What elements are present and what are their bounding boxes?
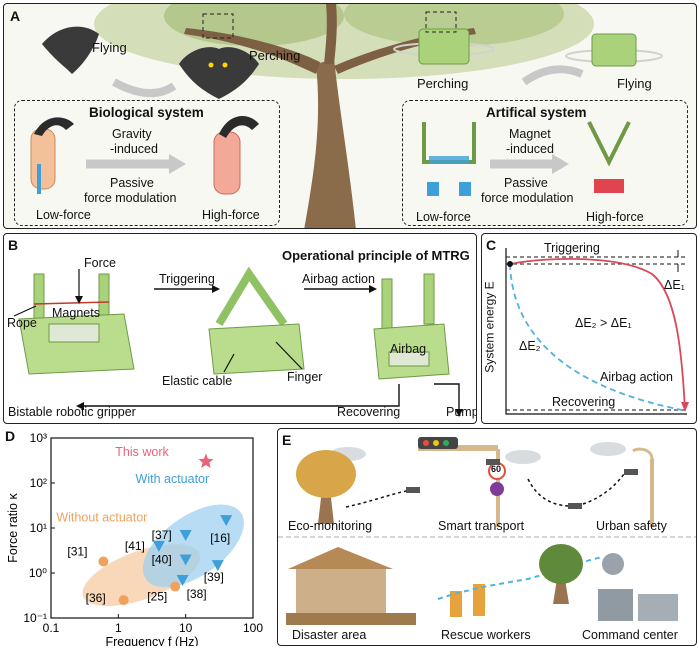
- panel-d-label: D: [5, 428, 16, 444]
- bio-passive-2: force modulation: [84, 191, 177, 205]
- c-delta-e1: ΔE₁: [664, 278, 685, 292]
- art-passive-1: Passive: [504, 176, 548, 190]
- perching-left-label: Perching: [249, 48, 301, 63]
- panel-a: A Flying Perching Perching Flying Biolog…: [3, 3, 697, 229]
- with-actuator-point: [176, 574, 189, 586]
- art-mech-2: -induced: [506, 142, 554, 156]
- x-tick-label: 10: [179, 621, 193, 635]
- without-actuator-point: [98, 556, 109, 567]
- panel-b-illustration: [13, 266, 463, 417]
- y-tick-label: 10⁻¹: [23, 611, 47, 625]
- y-tick-label: 10⁰: [29, 566, 47, 580]
- energy-ylabel: System energy E: [482, 281, 497, 373]
- rescue-workers-label: Rescue workers: [441, 628, 531, 642]
- flying-right-label: Flying: [617, 76, 652, 91]
- airbag-label: Airbag: [390, 342, 427, 356]
- art-low-force: Low-force: [416, 210, 471, 224]
- panel-e: E Eco-monitoring Smart transport Urban s…: [277, 428, 697, 646]
- panel-c: C System energy E Triggering ΔE₁ ΔE₂ > Δ…: [481, 233, 697, 424]
- art-passive-2: force modulation: [481, 191, 574, 205]
- panel-a-illustration: [30, 4, 663, 228]
- flying-left-label: Flying: [92, 40, 127, 55]
- command-center-label: Command center: [582, 628, 678, 642]
- airbag-action-label: Airbag action: [302, 272, 375, 286]
- art-high-force: High-force: [586, 210, 644, 224]
- bio-high-force: High-force: [202, 208, 260, 222]
- panel-e-label: E: [282, 432, 292, 448]
- x-axis-label: Frequency f (Hz): [105, 635, 198, 646]
- reference-label: [41]: [125, 539, 145, 553]
- rope-label: Rope: [7, 316, 37, 330]
- reference-label: [37]: [152, 528, 172, 542]
- with-actuator-point: [152, 540, 165, 552]
- panel-c-label: C: [486, 237, 497, 253]
- elastic-cable-label: Elastic cable: [162, 374, 233, 388]
- bistable-gripper-label: Bistable robotic gripper: [8, 405, 136, 419]
- magnets-label: Magnets: [52, 306, 100, 320]
- with-actuator-region: [142, 504, 244, 588]
- triggering-label: Triggering: [159, 272, 215, 286]
- reference-label: [31]: [67, 545, 87, 559]
- c-triggering: Triggering: [544, 241, 600, 255]
- panel-b: B Operational principle of MTRG Force Tr…: [3, 233, 477, 424]
- reference-label: [36]: [86, 591, 106, 605]
- panel-d: D 0.1 1 10 100 10⁻¹ 10⁰ 10¹ 10² 10³ Frequency f (…: [3, 428, 273, 646]
- finger-label: Finger: [287, 370, 323, 384]
- with-actuator-point: [211, 560, 224, 572]
- smart-transport-label: Smart transport: [438, 519, 525, 533]
- artificial-system-box: [402, 100, 688, 226]
- reference-label: [25]: [147, 590, 167, 604]
- reference-label: [40]: [152, 552, 172, 566]
- with-actuator-point: [220, 515, 233, 527]
- x-tick-label: 0.1: [43, 621, 60, 635]
- with-actuator-point: [179, 554, 192, 566]
- biological-system-box: [14, 100, 280, 226]
- c-delta-e2: ΔE₂: [519, 339, 541, 353]
- panel-a-label: A: [10, 8, 21, 24]
- energy-diagram: [505, 248, 689, 415]
- series-annotation: Without actuator: [56, 510, 147, 524]
- disaster-area-label: Disaster area: [292, 628, 367, 642]
- c-airbag-action: Airbag action: [600, 370, 673, 384]
- with-actuator-point: [179, 529, 192, 541]
- y-tick-label: 10¹: [30, 521, 47, 535]
- bio-mech-2: -induced: [110, 142, 158, 156]
- recovery-energy-curve: [509, 263, 683, 411]
- y-tick-label: 10²: [30, 476, 47, 490]
- bio-low-force: Low-force: [36, 208, 91, 222]
- series-annotation: This work: [115, 445, 169, 459]
- reference-label: [16]: [210, 531, 230, 545]
- without-actuator-point: [118, 595, 129, 606]
- airbag-energy-curve: [509, 257, 686, 411]
- recovering-label: Recovering: [337, 405, 401, 419]
- eco-monitoring-label: Eco-monitoring: [288, 519, 373, 533]
- panel-b-title: Operational principle of MTRG: [282, 248, 470, 263]
- bio-passive-1: Passive: [110, 176, 154, 190]
- panel-b-label: B: [8, 237, 19, 253]
- reference-label: [39]: [204, 570, 224, 584]
- without-actuator-point: [170, 581, 181, 592]
- series-annotation: With actuator: [136, 472, 210, 486]
- bio-mech-1: Gravity: [112, 127, 152, 141]
- x-tick-label: 1: [115, 621, 122, 635]
- force-ratio-chart: 0.1 1 10 100 10⁻¹ 10⁰ 10¹ 10² 10³ Frequency f (Hz…: [6, 431, 263, 646]
- art-mech-1: Magnet: [509, 127, 551, 141]
- panel-e-illustration: [278, 437, 696, 625]
- urban-safety-label: Urban safety: [596, 519, 667, 533]
- reference-label: [38]: [187, 587, 207, 601]
- force-label: Force: [84, 256, 116, 270]
- art-title: Artifical system: [486, 105, 587, 120]
- x-tick-label: 100: [243, 621, 263, 635]
- this-work-star: [198, 453, 214, 468]
- c-recovering: Recovering: [552, 395, 616, 409]
- speed-sign-text: 60: [491, 464, 502, 474]
- bio-title: Biological system: [89, 105, 204, 120]
- pump-label: Pump: [446, 405, 477, 419]
- y-axis-label: Force ratio κ: [6, 493, 20, 563]
- c-relation: ΔE₂ > ΔE₁: [575, 316, 632, 330]
- perching-right-label: Perching: [417, 76, 469, 91]
- y-tick-label: 10³: [30, 431, 47, 445]
